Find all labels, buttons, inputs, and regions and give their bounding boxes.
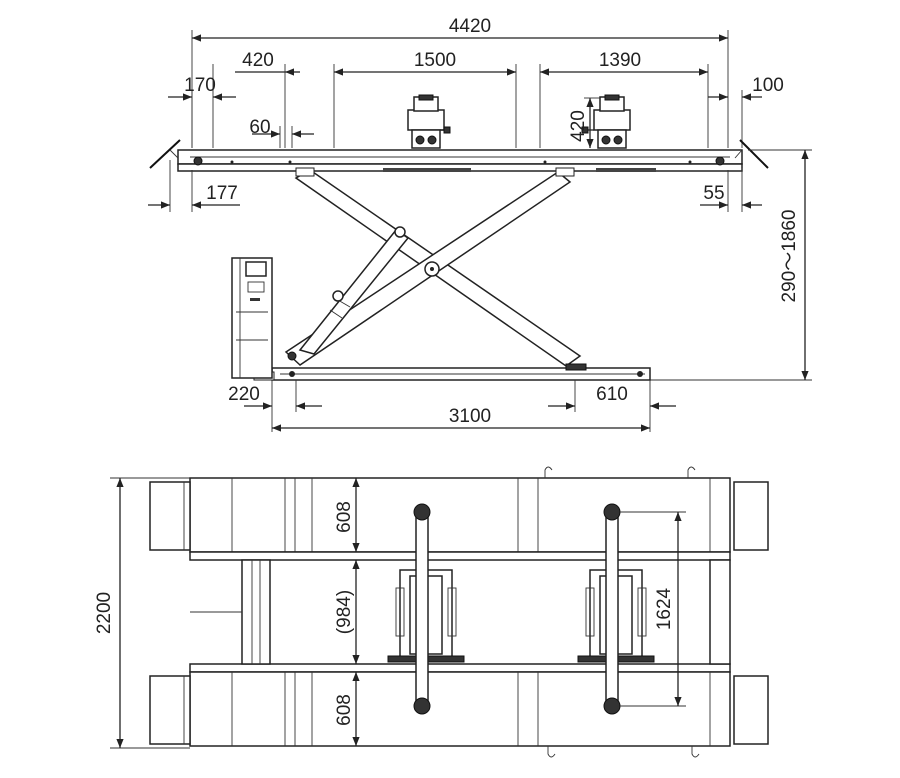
- dim-3100-label: 3100: [449, 406, 491, 427]
- dim-60: 60: [249, 117, 314, 148]
- dim-2200-label: 2200: [94, 592, 115, 634]
- dim-1390: 1390: [539, 50, 709, 148]
- dim-1624-label: 1624: [654, 587, 675, 630]
- dim-100-label: 100: [752, 75, 784, 96]
- dim-1500-label: 1500: [414, 50, 456, 71]
- base-frame: [253, 363, 651, 381]
- dim-177-label: 177: [206, 183, 238, 204]
- dim-420-jack: 420: [568, 97, 600, 148]
- dim-610-label: 610: [596, 384, 628, 405]
- dim-608-top: 608: [334, 478, 360, 552]
- dim-420-top-label: 420: [242, 50, 274, 71]
- top-view: 2200: [94, 466, 769, 758]
- dim-610: 610: [548, 380, 676, 432]
- dim-420-jack-label: 420: [568, 110, 589, 142]
- cross-members: [190, 559, 731, 665]
- dim-608-top-label: 608: [334, 501, 355, 533]
- bolt-right: [715, 156, 725, 166]
- control-cabinet: [231, 257, 273, 379]
- dim-3100: 3100: [272, 406, 650, 432]
- side-view: 4420 420 1500 1390 17: [148, 16, 812, 432]
- dim-170-label: 170: [184, 75, 216, 96]
- dim-height: 290～1860: [650, 149, 812, 381]
- dim-177: 177: [148, 160, 240, 212]
- dim-height-label: 290～1860: [779, 210, 800, 303]
- top-runway: [149, 466, 769, 561]
- dim-1624: 1624: [620, 511, 686, 707]
- dim-4420-label: 4420: [449, 16, 491, 37]
- dim-4420: 4420: [191, 16, 729, 148]
- dim-60-label: 60: [249, 117, 270, 138]
- dim-420-top: 420: [212, 50, 300, 148]
- dim-984: (984): [334, 560, 360, 664]
- dim-2200: 2200: [94, 477, 190, 749]
- dim-608-bottom: 608: [334, 672, 360, 746]
- jack-right-top: [577, 503, 655, 715]
- platform: [149, 139, 769, 172]
- bottom-runway: [149, 663, 769, 758]
- dim-100: 100: [708, 75, 784, 148]
- bolt-left: [193, 156, 203, 166]
- jack-left: [407, 94, 451, 149]
- dim-1390-label: 1390: [599, 50, 641, 71]
- dim-55-label: 55: [703, 183, 724, 204]
- scissor-mechanism: [284, 167, 582, 367]
- jack-right: [581, 94, 631, 149]
- dim-984-label: (984): [334, 590, 355, 634]
- dim-1500: 1500: [333, 50, 517, 148]
- dim-55: 55: [700, 168, 762, 212]
- dim-220-label: 220: [228, 384, 260, 405]
- dim-170: 170: [168, 75, 236, 148]
- dim-608-bottom-label: 608: [334, 694, 355, 726]
- dim-220: 220: [228, 380, 322, 432]
- jack-left-top: [387, 503, 465, 715]
